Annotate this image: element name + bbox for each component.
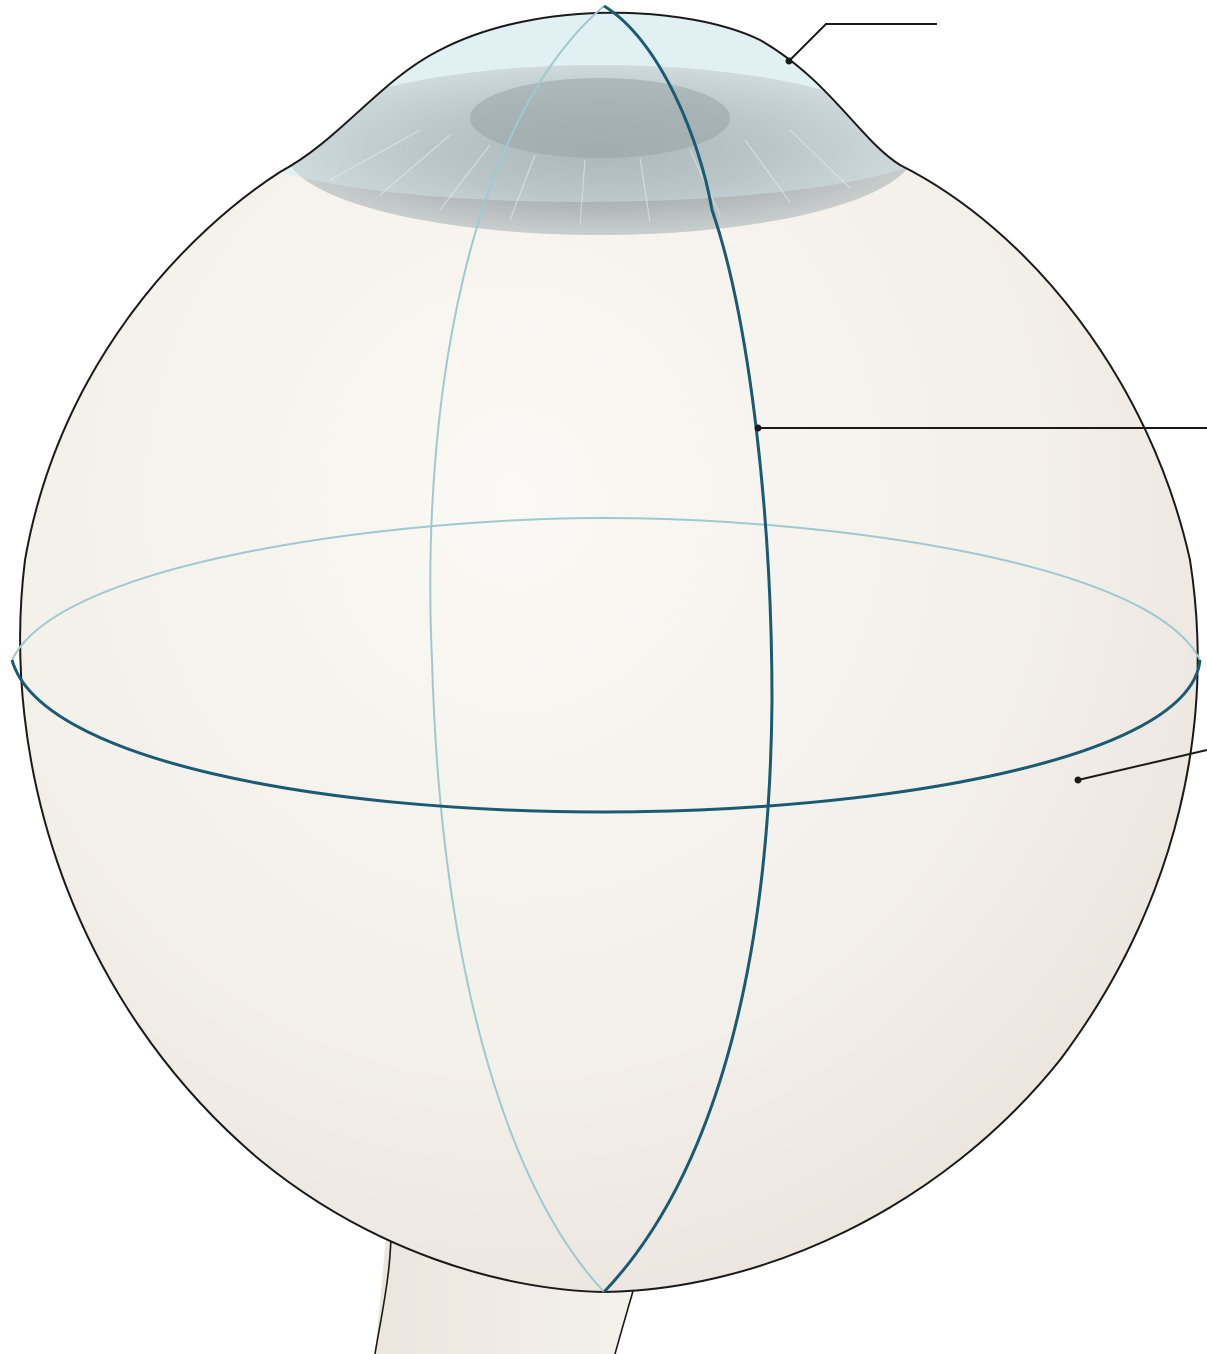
- leader-cornea: [786, 24, 938, 65]
- cornea-overlay: [280, 13, 905, 202]
- leader-meridian-dot: [755, 425, 762, 432]
- leader-cornea-dot: [786, 58, 793, 65]
- cornea-region: [280, 13, 915, 235]
- leader-equator-dot: [1075, 777, 1082, 784]
